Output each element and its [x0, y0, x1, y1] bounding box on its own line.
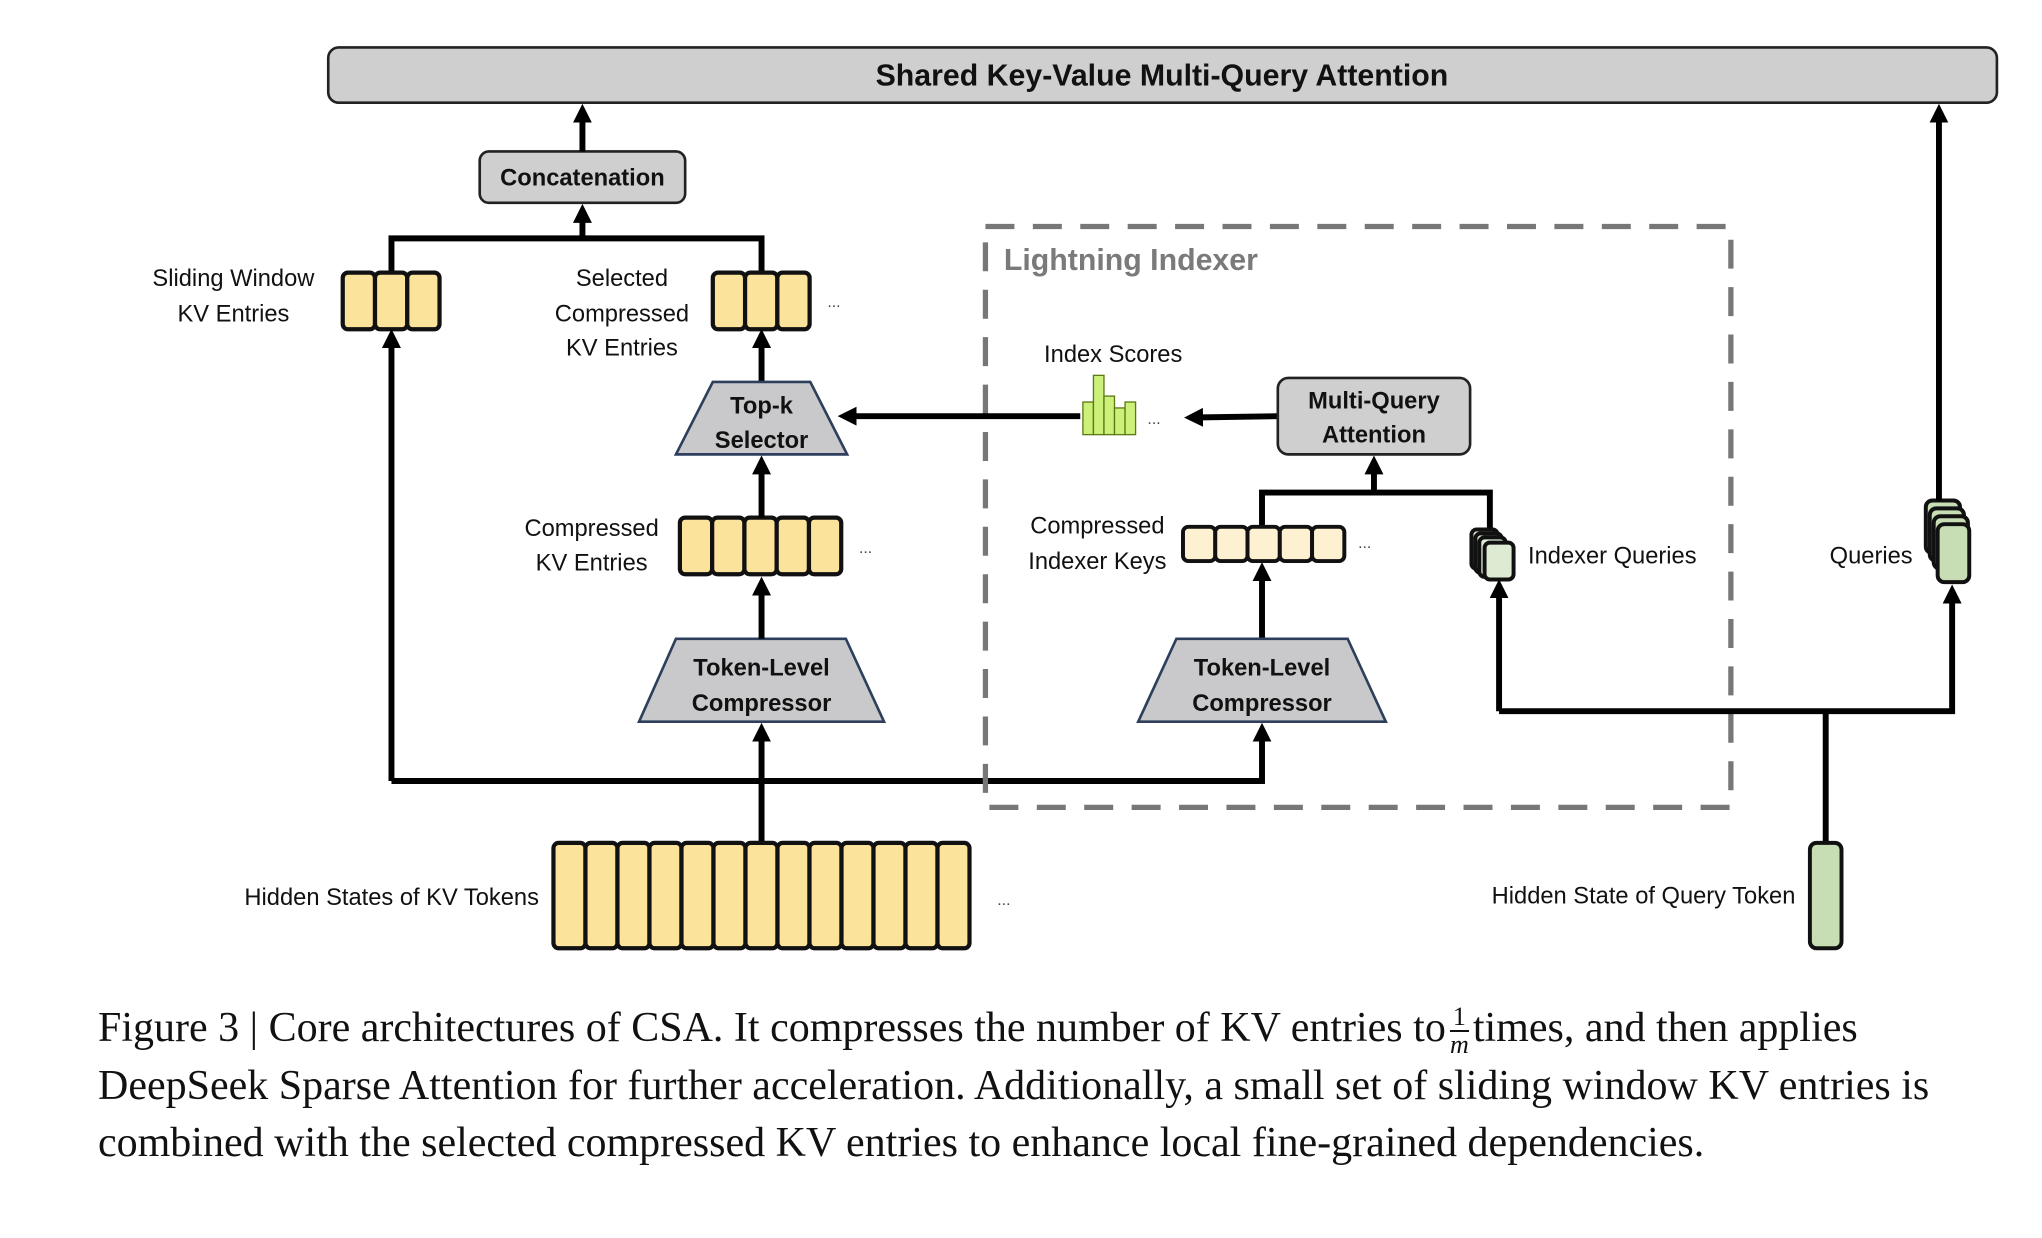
queries-stack: [1923, 498, 1972, 585]
index-score-bar: [1124, 401, 1137, 436]
selected-entry: [710, 270, 748, 332]
hidden-kv-token: [679, 840, 716, 951]
selected-label-line3: KV Entries: [566, 336, 678, 362]
hidden-kv-token: [615, 840, 652, 951]
hidden-kv-token: [551, 840, 588, 951]
selected-entry: [775, 270, 812, 332]
compressed-kv-label-line1: Compressed: [525, 516, 659, 542]
indexer-mqa-block: Multi-Query Attention: [1276, 376, 1472, 456]
hidden-kv-ellipsis: ...: [997, 892, 1010, 909]
indexer-keys-label-line2: Indexer Keys: [1028, 549, 1166, 575]
compressed-kv-entry: [806, 515, 844, 577]
indexer-keys-ellipsis: ...: [1358, 535, 1371, 552]
hidden-kv-token: [935, 840, 972, 951]
mqa-label-line2: Attention: [1322, 423, 1426, 449]
compressed-indexer-keys: [1181, 524, 1347, 564]
sliding-window-kv-entries: [340, 270, 442, 332]
indexer-queries-stack: [1469, 527, 1516, 582]
index-score-bar: [1113, 407, 1126, 436]
indexer-key-entry: [1277, 524, 1315, 564]
indexer-key-entry: [1245, 524, 1282, 564]
concatenation-block: Concatenation: [478, 150, 687, 205]
query-bus: [1499, 584, 1962, 715]
topk-label-line1: Top-k: [730, 394, 794, 420]
hidden-kv-token: [583, 840, 620, 951]
lightning-indexer-title: Lightning Indexer: [1004, 244, 1258, 277]
hidden-kv-label: Hidden States of KV Tokens: [244, 885, 539, 911]
hidden-kv-token: [871, 840, 908, 951]
hidden-kv-token: [711, 840, 748, 951]
hidden-kv-token: [839, 840, 876, 951]
sliding-window-entry: [340, 270, 378, 332]
token-level-compressor-right: Token-Level Compressor: [1136, 637, 1388, 724]
topk-selector: Top-k Selector: [673, 380, 850, 456]
selected-entry: [742, 270, 780, 332]
figure-caption: Figure 3 | Core architectures of CSA. It…: [98, 1000, 2018, 1172]
fraction-denominator: m: [1449, 1030, 1469, 1060]
shared-kv-mqa-label: Shared Key-Value Multi-Query Attention: [876, 60, 1449, 93]
shared-kv-mqa-block: Shared Key-Value Multi-Query Attention: [326, 46, 1999, 105]
selected-label-line1: Selected: [576, 266, 668, 292]
hidden-kv-tokens: [551, 840, 972, 951]
compressor-left-label-line2: Compressor: [692, 691, 832, 717]
sliding-window-label-line2: KV Entries: [177, 301, 289, 327]
index-scores-ellipsis: ...: [1147, 411, 1160, 428]
selected-compressed-kv-entries: [710, 270, 812, 332]
index-score-bars: [1082, 374, 1137, 436]
hidden-kv-token: [775, 840, 812, 951]
token-level-compressor-left: Token-Level Compressor: [637, 637, 887, 724]
mqa-input-connector: [1259, 489, 1493, 530]
index-scores-label: Index Scores: [1044, 342, 1182, 368]
queries-label: Queries: [1830, 544, 1913, 570]
indexer-keys-label-line1: Compressed: [1030, 513, 1164, 539]
arrow-mqa-to-scores: [1184, 407, 1278, 427]
indexer-queries-label: Indexer Queries: [1528, 544, 1697, 570]
indexer-key-entry: [1213, 524, 1250, 564]
fraction-numerator: 1: [1449, 1004, 1469, 1033]
index-score-bar: [1103, 395, 1116, 436]
kv-hidden-bus: [391, 722, 1272, 784]
compressor-left-label-line1: Token-Level: [693, 656, 829, 682]
selected-label-line2: Compressed: [555, 301, 689, 327]
selected-ellipsis: ...: [827, 294, 840, 311]
compressed-kv-entry: [742, 515, 779, 577]
concatenation-label: Concatenation: [500, 166, 665, 192]
index-score-bar: [1092, 374, 1105, 436]
compressed-kv-entry: [710, 515, 747, 577]
compressed-kv-entries: [677, 515, 844, 577]
caption-prefix: Figure 3 | Core architectures of CSA. It…: [98, 1005, 1446, 1051]
compressor-right-label-line1: Token-Level: [1194, 656, 1330, 682]
compressed-kv-ellipsis: ...: [859, 540, 872, 557]
topk-label-line2: Selector: [715, 428, 808, 454]
indexer-key-entry: [1181, 524, 1218, 564]
sliding-window-entry: [405, 270, 442, 332]
merge-connector: [388, 235, 765, 273]
sliding-window-label-line1: Sliding Window: [152, 266, 315, 292]
sliding-window-entry: [372, 270, 410, 332]
caption-suffix: times, and then applies DeepSeek Sparse …: [98, 1005, 1930, 1167]
compressor-right-label-line2: Compressor: [1192, 691, 1332, 717]
index-score-bar: [1082, 401, 1095, 436]
hidden-query-token: [1807, 840, 1844, 951]
compressed-kv-entry: [774, 515, 812, 577]
mqa-label-line1: Multi-Query: [1308, 388, 1440, 414]
compressed-kv-entry: [677, 515, 715, 577]
compressed-kv-label-line2: KV Entries: [536, 550, 648, 576]
hidden-kv-token: [743, 840, 780, 951]
hidden-query-label: Hidden State of Query Token: [1492, 883, 1796, 909]
indexer-key-entry: [1310, 524, 1347, 564]
hidden-kv-token: [807, 840, 844, 951]
hidden-kv-token: [647, 840, 684, 951]
hidden-kv-token: [903, 840, 940, 951]
